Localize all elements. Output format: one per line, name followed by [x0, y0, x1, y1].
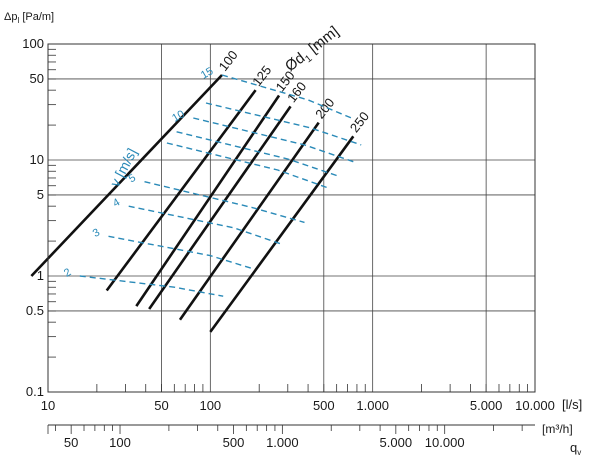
velocity-line — [176, 131, 339, 177]
x-tick-label-ls: 5.000 — [470, 398, 503, 413]
diameter-value-label: 250 — [347, 109, 372, 135]
diameter-line-150 — [135, 94, 281, 307]
velocity-value-label: 5 — [127, 172, 138, 185]
velocity-line-10 — [193, 117, 357, 164]
x-tick-label-ls: 10 — [41, 398, 55, 413]
velocity-line-5 — [144, 181, 305, 224]
velocity-value-label: 2 — [62, 266, 73, 279]
velocity-value-label: 10 — [170, 108, 187, 125]
y-tick-label: 100 — [22, 36, 44, 51]
y-tick-label: 5 — [37, 187, 44, 202]
y-tick-label: 1 — [37, 268, 44, 283]
x-tick-label-m3h: 500 — [223, 435, 245, 450]
velocity-value-label: 4 — [111, 196, 122, 209]
x-tick-label-m3h: 100 — [109, 435, 131, 450]
diameter-value-label: 125 — [249, 63, 274, 89]
diameter-line-125 — [105, 89, 257, 292]
diameter-value-label: 100 — [216, 48, 241, 74]
velocity-value-label: 3 — [91, 226, 102, 239]
velocity-line — [166, 142, 327, 189]
x-tick-label-m3h: 1.000 — [266, 435, 299, 450]
velocity-line-4 — [128, 205, 281, 245]
plot-frame — [47, 43, 536, 393]
x-tick-label-m3h: 5.000 — [380, 435, 413, 450]
x-tick-label-m3h: 10.000 — [425, 435, 465, 450]
velocity-line-15 — [221, 74, 352, 119]
y-tick-label: 0.5 — [26, 303, 44, 318]
velocity-value-label: 15 — [199, 65, 216, 82]
x-tick-label-ls: 100 — [199, 398, 221, 413]
diameter-line-100 — [30, 74, 223, 277]
chart-grid — [48, 44, 535, 392]
diameter-line-160 — [148, 105, 292, 310]
diameter-line-200 — [178, 121, 320, 321]
x-tick-label-ls: 10.000 — [515, 398, 555, 413]
x-tick-label-ls: 500 — [313, 398, 335, 413]
velocity-line-2 — [79, 275, 224, 297]
velocity-lines: 2 3 45 10 15 — [62, 65, 362, 297]
x-axis-unit-m3h: [m³/h] — [542, 422, 573, 436]
y-axis-label: Δpl [Pa/m] — [4, 11, 54, 25]
diameter-line-250 — [209, 135, 355, 333]
y-tick-label: 10 — [30, 152, 44, 167]
x-axis-unit-ls: [l/s] — [562, 397, 582, 412]
velocity-line-3 — [108, 235, 254, 270]
x-tick-label-ls: 1.000 — [356, 398, 389, 413]
x-tick-label-ls: 50 — [154, 398, 168, 413]
x-tick-label-m3h: 50 — [64, 435, 78, 450]
x-axis-label-q: qv — [570, 440, 581, 457]
diameter-value-label: 200 — [312, 95, 337, 121]
velocity-line — [205, 102, 362, 146]
y-tick-label: 50 — [30, 71, 44, 86]
diameter-label: Ød1 [mm] — [282, 23, 344, 78]
y-tick-label: 0.1 — [26, 384, 44, 399]
